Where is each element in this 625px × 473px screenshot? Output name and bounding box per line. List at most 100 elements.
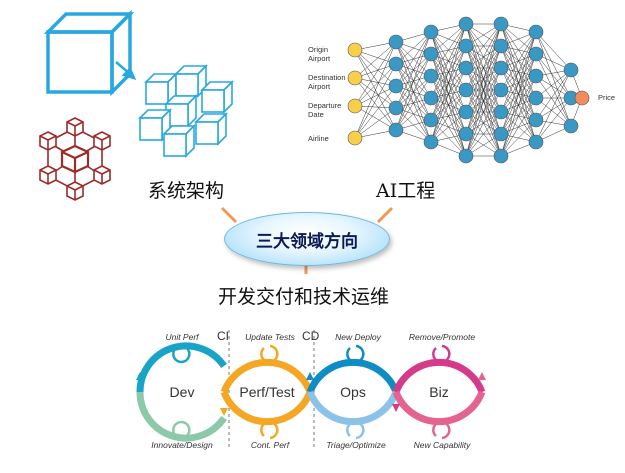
nn-edge (354, 77, 397, 109)
nn-edge (465, 89, 502, 157)
top-label-unit-perf: Unit Perf (165, 332, 200, 342)
nn-hidden-node (423, 90, 439, 106)
loop-arrowheads (136, 372, 486, 416)
nn-edge (354, 41, 397, 139)
nn-edge (354, 41, 397, 107)
nn-edge (354, 49, 397, 109)
bottom-label-innovate-design: Innovate/Design (151, 440, 213, 450)
nn-edge (430, 23, 467, 55)
nn-hidden-node (423, 46, 439, 62)
nn-output-node (574, 90, 590, 106)
nn-hidden-node (493, 148, 509, 164)
perf-test-ring (220, 344, 314, 440)
nn-edge (465, 67, 502, 157)
top-label-new-deploy: New Deploy (335, 332, 382, 342)
nn-input-node (347, 70, 363, 86)
nn-edge (395, 97, 432, 131)
nn-edge (395, 31, 432, 109)
nn-hidden-node (388, 34, 404, 50)
nn-edge (535, 53, 572, 99)
nn-edge (535, 75, 572, 127)
nn-hidden-node (458, 16, 474, 32)
nn-hidden-node (528, 68, 544, 84)
nn-hidden-node (528, 46, 544, 62)
top-label-update-tests: Update Tests (245, 332, 296, 342)
cube-network-icon (39, 117, 111, 201)
bottom-label-cont-perf: Cont. Perf (251, 440, 291, 450)
nn-edge (535, 53, 572, 127)
nn-edge (354, 105, 397, 131)
nn-output-label: Price (598, 93, 615, 102)
nn-hidden-node (423, 24, 439, 40)
architecture-illustration (39, 9, 234, 201)
nn-input-node (347, 42, 363, 58)
nn-edge (535, 69, 572, 99)
nn-hidden-node (493, 16, 509, 32)
stage-dev: Dev (170, 384, 195, 400)
nn-input-node (347, 98, 363, 114)
nn-hidden-node (493, 82, 509, 98)
nn-input-node (347, 130, 363, 146)
nn-hidden-node (493, 38, 509, 54)
nn-edge (500, 31, 537, 113)
nn-hidden-node (458, 60, 474, 76)
stage-ops: Ops (340, 384, 366, 400)
nn-edge (535, 69, 572, 121)
nn-edge (395, 53, 432, 131)
nn-hidden-node (423, 134, 439, 150)
nn-edge (354, 41, 397, 79)
nn-edge (465, 23, 502, 69)
nn-hidden-node (388, 56, 404, 72)
biz-ring (392, 344, 486, 440)
nn-hidden-node (423, 112, 439, 128)
devops-loop-diagram: Dev Perf/Test Ops Biz Unit Perf Update T… (136, 329, 486, 450)
nn-hidden-node (388, 100, 404, 116)
nn-edge (395, 31, 432, 65)
nn-edge (535, 97, 572, 143)
nn-edge (500, 97, 537, 157)
nn-hidden-node (528, 90, 544, 106)
nn-edge (354, 63, 397, 139)
cd-label: CD (302, 329, 320, 343)
nn-hidden-node (528, 24, 544, 40)
nn-edge (535, 31, 572, 99)
devops-label: 开发交付和技术运维 (218, 286, 390, 308)
nn-edge (430, 67, 467, 143)
nn-edge (395, 31, 432, 131)
nn-edge (354, 85, 397, 107)
nn-edge (535, 97, 572, 127)
nn-edge (395, 75, 432, 131)
center-topic-bubble: 三大领域方向 (224, 212, 390, 266)
nn-edge (354, 77, 397, 131)
nn-edge (465, 111, 502, 157)
stage-biz: Biz (429, 384, 448, 400)
nn-input-label-airline: Airline (308, 134, 329, 143)
nn-nodes (347, 16, 590, 164)
nn-edge (430, 23, 467, 99)
nn-edge (500, 31, 537, 69)
nn-hidden-node (493, 126, 509, 142)
nn-hidden-node (493, 104, 509, 120)
nn-edge (395, 31, 432, 87)
nn-hidden-node (458, 82, 474, 98)
small-cubes-icon (138, 64, 234, 158)
nn-hidden-node (458, 38, 474, 54)
nn-hidden-node (388, 122, 404, 138)
nn-edge (354, 85, 397, 139)
dev-ring (136, 342, 227, 442)
nn-edge (354, 107, 397, 139)
nn-edge (354, 49, 397, 87)
nn-hidden-node (528, 134, 544, 150)
nn-edge (500, 31, 537, 91)
nn-edge (500, 53, 537, 157)
ops-ring (306, 344, 400, 440)
nn-hidden-node (458, 148, 474, 164)
nn-edge (500, 31, 537, 135)
nn-hidden-node (458, 104, 474, 120)
nn-edge (430, 23, 467, 77)
bottom-label-new-capability: New Capability (414, 440, 471, 450)
nn-hidden-node (528, 112, 544, 128)
